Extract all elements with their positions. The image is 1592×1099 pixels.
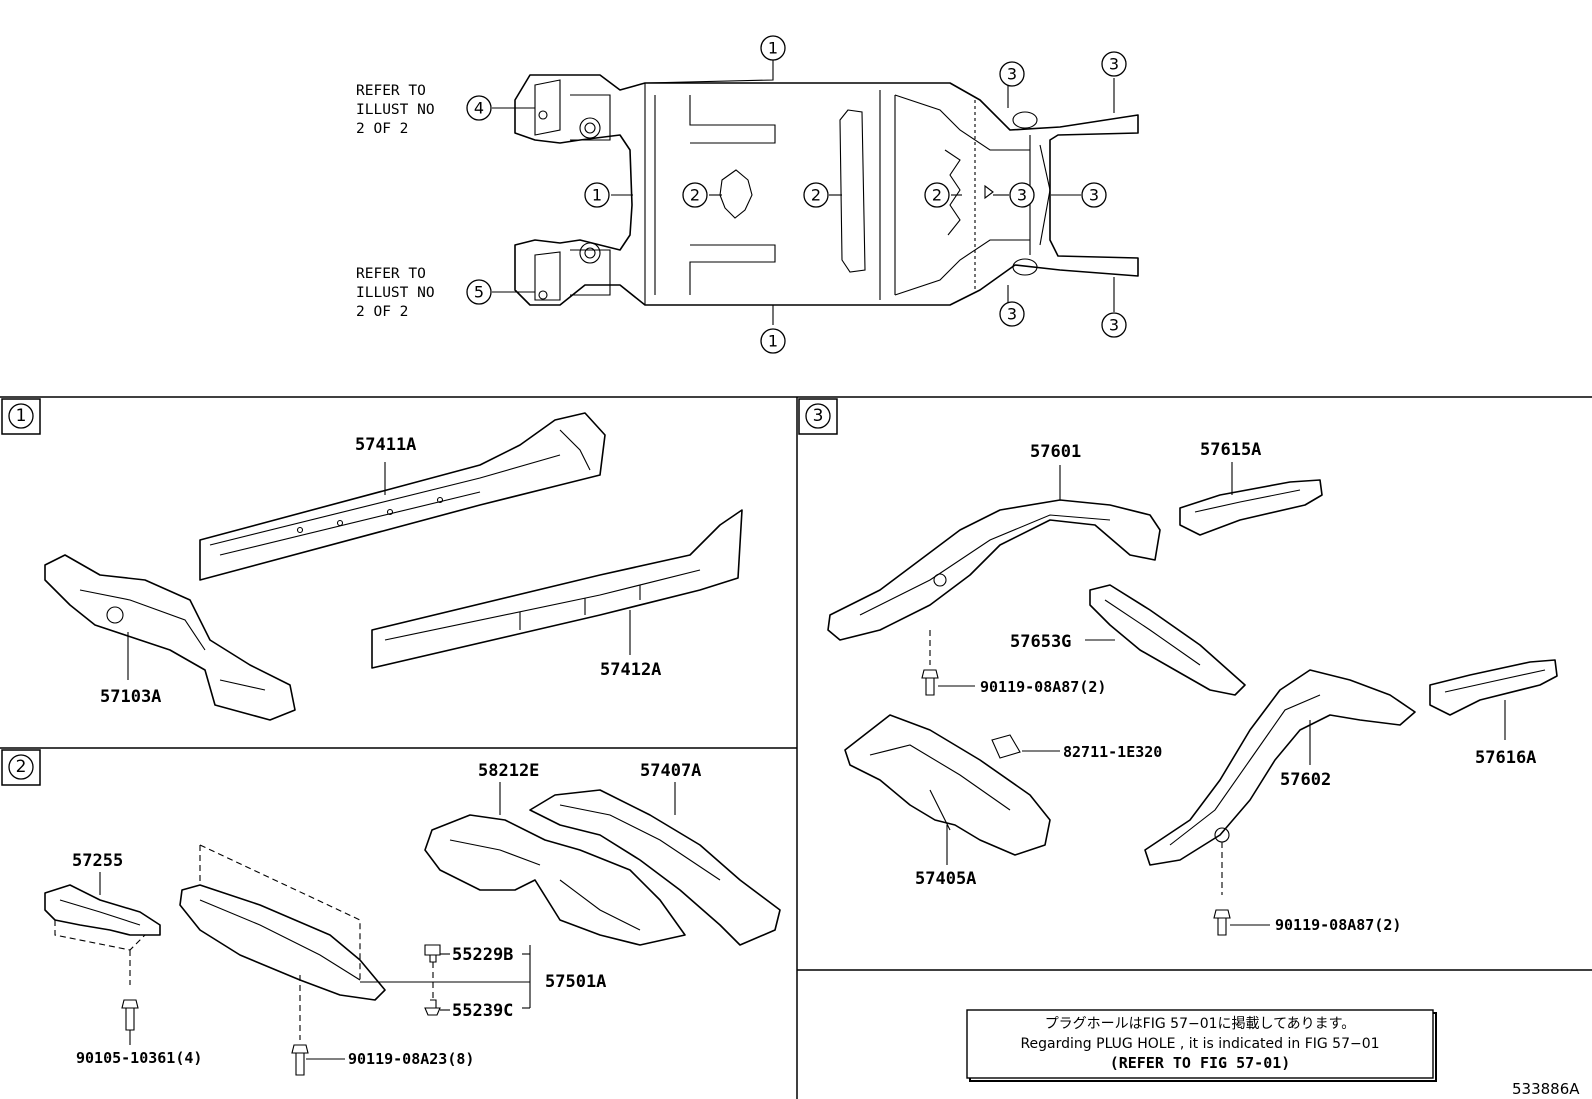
part-57103A: 57103A xyxy=(100,687,161,707)
part-90119-08A87-b: 90119-08A87(2) xyxy=(1275,916,1401,934)
svg-text:3: 3 xyxy=(813,406,824,426)
part-57601: 57601 xyxy=(1030,442,1081,462)
part-57407A: 57407A xyxy=(640,761,701,781)
svg-text:3: 3 xyxy=(1089,186,1099,205)
callout-2-c: 2 xyxy=(924,182,950,208)
svg-text:1: 1 xyxy=(16,406,27,426)
callout-1-top: 1 xyxy=(760,35,786,61)
refer-bottom-line3: 2 OF 2 xyxy=(356,304,408,320)
refer-top-line2: ILLUST NO xyxy=(356,102,435,118)
section-3-parts: 57601 90119-08A87(2) 57615A 57653G 82711… xyxy=(827,440,1558,936)
callout-3-d: 3 xyxy=(1101,51,1127,77)
svg-text:1: 1 xyxy=(768,332,778,351)
callout-3-a: 3 xyxy=(1009,182,1035,208)
svg-text:2: 2 xyxy=(811,186,821,205)
refer-bottom-line1: REFER TO xyxy=(356,266,426,282)
callout-4: 4 xyxy=(466,95,492,121)
callout-3-e: 3 xyxy=(999,301,1025,327)
svg-text:2: 2 xyxy=(16,757,27,777)
section-3-label: 3 xyxy=(805,403,831,429)
callout-3-f: 3 xyxy=(1101,312,1127,338)
svg-text:2: 2 xyxy=(690,186,700,205)
part-57616A: 57616A xyxy=(1475,748,1536,768)
part-55229B: 55229B xyxy=(452,945,513,965)
part-57405A: 57405A xyxy=(915,869,976,889)
callout-3-c: 3 xyxy=(999,61,1025,87)
part-57255: 57255 xyxy=(72,851,123,871)
svg-text:2: 2 xyxy=(932,186,942,205)
svg-text:1: 1 xyxy=(768,39,778,58)
part-90105-10361: 90105-10361(4) xyxy=(76,1049,202,1067)
part-58212E: 58212E xyxy=(478,761,539,781)
callout-2-a: 2 xyxy=(682,182,708,208)
plug-hole-note: プラグホールはFIG 57−01に掲載してあります。 Regarding PLU… xyxy=(966,1009,1437,1082)
part-55239C: 55239C xyxy=(452,1001,513,1021)
part-57412A: 57412A xyxy=(600,660,661,680)
refer-top-line1: REFER TO xyxy=(356,83,426,99)
svg-text:3: 3 xyxy=(1007,305,1017,324)
svg-text:1: 1 xyxy=(592,186,602,205)
refer-top-line3: 2 OF 2 xyxy=(356,121,408,137)
callout-5: 5 xyxy=(466,279,492,305)
note-english: Regarding PLUG HOLE , it is indicated in… xyxy=(1020,1036,1379,1052)
part-90119-08A87-a: 90119-08A87(2) xyxy=(980,678,1106,696)
callout-3-b: 3 xyxy=(1081,182,1107,208)
callout-1-left: 1 xyxy=(584,182,610,208)
part-57501A: 57501A xyxy=(545,972,606,992)
section-1-label: 1 xyxy=(8,403,34,429)
note-japanese: プラグホールはFIG 57−01に掲載してあります。 xyxy=(1045,1016,1356,1032)
figure-id: 533886A xyxy=(1512,1080,1580,1098)
svg-text:3: 3 xyxy=(1109,55,1119,74)
svg-text:3: 3 xyxy=(1007,65,1017,84)
part-82711-1E320: 82711-1E320 xyxy=(1063,743,1162,761)
part-90119-08A23: 90119-08A23(8) xyxy=(348,1050,474,1068)
svg-text:5: 5 xyxy=(474,283,484,302)
part-57602: 57602 xyxy=(1280,770,1331,790)
section-2-label: 2 xyxy=(8,754,34,780)
svg-text:4: 4 xyxy=(474,99,484,118)
svg-text:3: 3 xyxy=(1109,316,1119,335)
part-57411A: 57411A xyxy=(355,435,416,455)
section-2-parts: 58212E 57407A 57255 90105-10361(4) 57501… xyxy=(44,761,781,1076)
callout-2-b: 2 xyxy=(803,182,829,208)
part-57653G: 57653G xyxy=(1010,632,1071,652)
refer-bottom-line2: ILLUST NO xyxy=(356,285,435,301)
callout-1-bottom: 1 xyxy=(760,328,786,354)
section-frames: 1 2 3 xyxy=(0,396,1592,1099)
section-1-parts: 57411A 57103A 57412A xyxy=(44,412,743,721)
svg-text:3: 3 xyxy=(1017,186,1027,205)
underbody-overview: 1 1 1 2 2 2 3 3 3 3 3 3 4 5 REFER TO ILL… xyxy=(356,35,1139,354)
part-57615A: 57615A xyxy=(1200,440,1261,460)
note-refer: (REFER TO FIG 57-01) xyxy=(1110,1054,1291,1072)
